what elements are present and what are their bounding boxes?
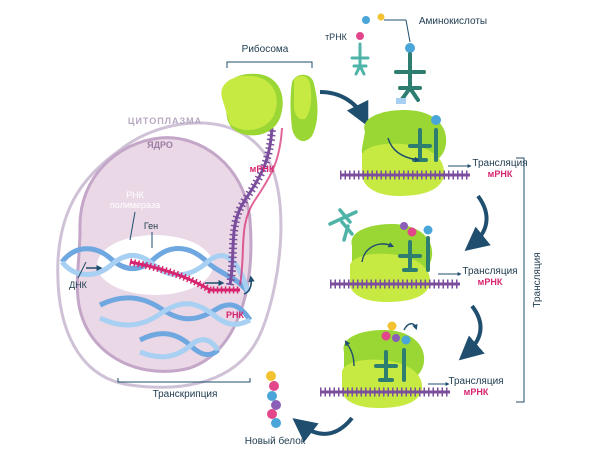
rna-polymerase-pointer [129, 211, 136, 241]
dna-label: ДНК [69, 280, 88, 290]
translation-3-label: Трансляция [448, 376, 503, 387]
amino-acid-bead [362, 16, 370, 24]
amino-acids-label: Аминокислоты [419, 16, 487, 27]
translation-step-2 [330, 222, 460, 302]
translation-2-label: Трансляция [462, 266, 517, 277]
mrna-strand-pink [239, 127, 283, 286]
trna-molecule [394, 52, 426, 104]
gene-label: Ген [144, 221, 158, 231]
rna-strand [129, 260, 240, 292]
translation-bracket [516, 157, 525, 403]
transcription-bracket [117, 378, 251, 383]
dna-pointer [77, 261, 87, 279]
nucleus-label: ЯДРО [147, 140, 173, 150]
to-new-protein-arrow [292, 416, 354, 443]
cytoplasm-label: ЦИТОПЛАЗМА [128, 116, 202, 126]
translation-bracket-label: Трансляция [532, 252, 543, 307]
translation-1-label: Трансляция [472, 158, 527, 169]
nucleus-exit-arrow [243, 275, 255, 295]
ribosome-bracket [226, 61, 313, 68]
released-trna [328, 208, 358, 242]
rna-label: РНК [226, 310, 245, 320]
amino-acids-pointer-2 [405, 19, 411, 43]
translation-3-mrna-label: мРНК [464, 387, 489, 397]
trna-label: тРНК [325, 32, 348, 42]
transcription-label: Транскрипция [153, 389, 218, 400]
translation-2-mrna-label: мРНК [478, 277, 503, 287]
amino-acid-bead [405, 43, 415, 53]
ribosome-to-translation-arrow [319, 90, 369, 127]
translation-step-1 [340, 110, 470, 196]
mrna-label: мРНК [250, 164, 275, 174]
amino-acid-bead [377, 13, 385, 21]
free-ribosome [221, 73, 318, 142]
trna-molecule-small [350, 42, 370, 76]
step1-to-step2-arrow [464, 194, 491, 252]
ribosome-label: Рибосома [242, 43, 289, 55]
translation-step-3 [320, 321, 450, 408]
amino-acid-bead [356, 32, 364, 40]
new-protein-chain [266, 371, 281, 428]
rna-polymerase-label-2: полимераза [110, 200, 160, 210]
rna-polymerase-label-1: РНК [126, 190, 145, 200]
new-protein-label: Новый белок [245, 435, 306, 447]
translation-1-mrna-label: мРНК [488, 169, 513, 179]
mrna-strand-teeth [226, 127, 276, 286]
step2-to-step3-arrow [458, 304, 485, 361]
dna-helix [60, 246, 253, 360]
